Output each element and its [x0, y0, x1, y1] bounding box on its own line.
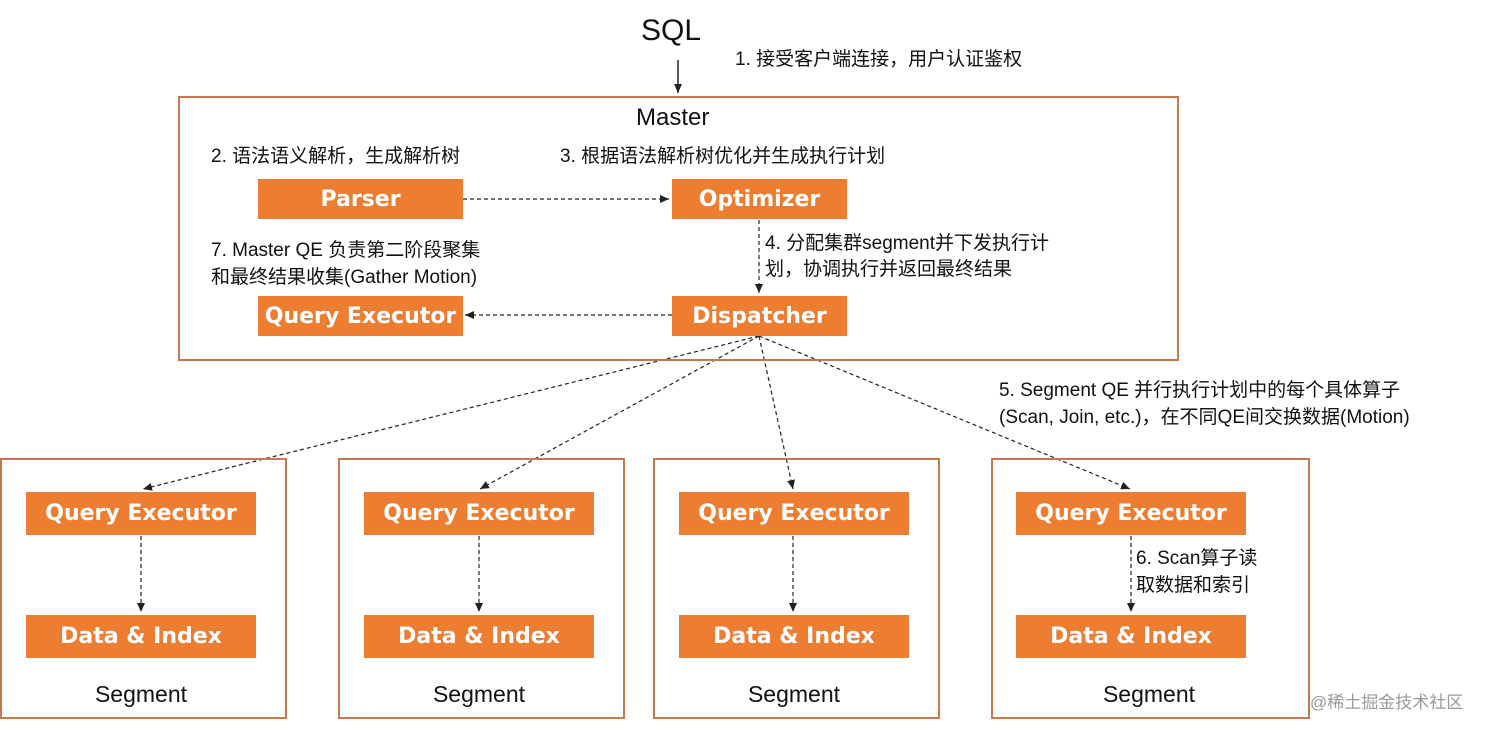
dispatcher-box: Dispatcher — [672, 296, 847, 336]
step1-note: 1. 接受客户端连接，用户认证鉴权 — [735, 49, 1023, 70]
segment4-query-executor-box: Query Executor — [1016, 492, 1246, 535]
master-query-executor-box: Query Executor — [258, 296, 463, 336]
segment2-query-executor-box: Query Executor — [364, 492, 594, 535]
step6-note-line2: 取数据和索引 — [1136, 575, 1251, 596]
segment2-data-index-box: Data & Index — [364, 615, 594, 658]
step5-note-line1: 5. Segment QE 并行执行计划中的每个具体算子 — [999, 380, 1401, 401]
dispatcher-to-segment1-arrow — [142, 335, 760, 491]
dispatcher-to-segment3-arrow — [758, 335, 795, 490]
segment3-data-index-box: Data & Index — [679, 615, 909, 658]
step5-note-line2: (Scan, Join, etc.)，在不同QE间交换数据(Motion) — [999, 407, 1410, 428]
master-frame — [178, 96, 1179, 361]
segment1-label: Segment — [94, 681, 188, 707]
segment4-label: Segment — [1102, 681, 1196, 707]
segment1-query-executor-box: Query Executor — [26, 492, 256, 535]
segment3-query-executor-box: Query Executor — [679, 492, 909, 535]
segment3-frame — [653, 458, 940, 719]
segment3-label: Segment — [747, 681, 841, 707]
watermark-text: @稀土掘金技术社区 — [1310, 693, 1464, 712]
sql-label: SQL — [641, 14, 702, 47]
step6-note-line1: 6. Scan算子读 — [1136, 548, 1258, 569]
step3-note: 3. 根据语法解析树优化并生成执行计划 — [560, 146, 886, 167]
step4-note-line2: 划，协调执行并返回最终结果 — [765, 259, 1013, 280]
master-title: Master — [636, 104, 710, 131]
segment4-frame — [991, 458, 1310, 719]
parser-box: Parser — [258, 179, 463, 219]
segment2-frame — [338, 458, 625, 719]
segment1-data-index-box: Data & Index — [26, 615, 256, 658]
segment4-data-index-box: Data & Index — [1016, 615, 1246, 658]
step7-note-line1: 7. Master QE 负责第二阶段聚集 — [211, 240, 481, 261]
optimizer-box: Optimizer — [672, 179, 847, 219]
step4-note-line1: 4. 分配集群segment并下发执行计 — [765, 233, 1049, 254]
dispatcher-to-segment4-arrow — [758, 335, 1131, 490]
segment1-frame — [0, 458, 287, 719]
step2-note: 2. 语法语义解析，生成解析树 — [211, 146, 461, 167]
step7-note-line2: 和最终结果收集(Gather Motion) — [211, 267, 478, 288]
segment2-label: Segment — [432, 681, 526, 707]
